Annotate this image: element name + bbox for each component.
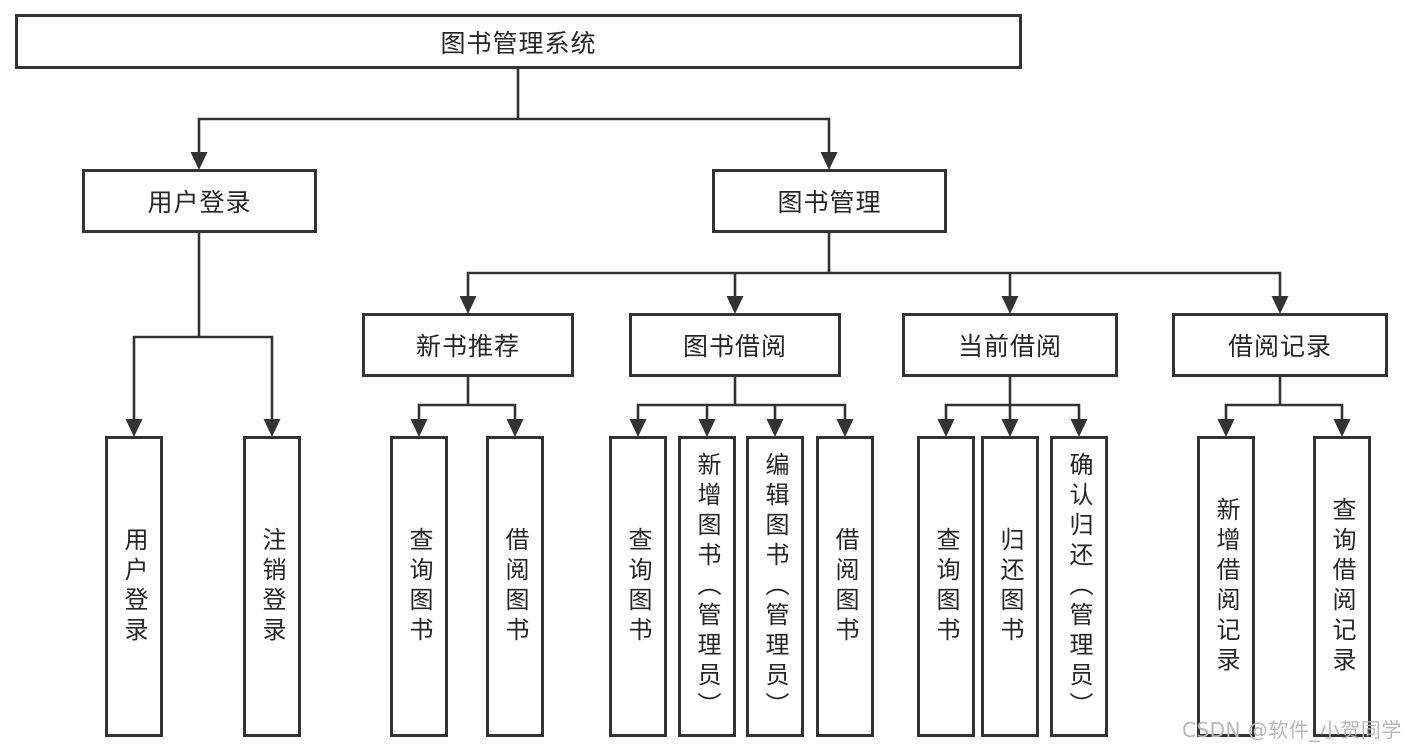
leaf-add-book-admin-label: 新增图书（管理员） bbox=[693, 451, 721, 722]
group-borrowing-records: 借阅记录 bbox=[1172, 313, 1388, 377]
leaf-query-books-current: 查询图书 bbox=[917, 436, 975, 737]
leaf-edit-book-admin: 编辑图书（管理员） bbox=[746, 436, 804, 737]
leaf-query-borrow-record-label: 查询借阅记录 bbox=[1328, 496, 1356, 677]
group-current-borrowing: 当前借阅 bbox=[902, 313, 1118, 377]
group-book-borrowing-label: 图书借阅 bbox=[682, 332, 787, 361]
leaf-logout: 注销登录 bbox=[243, 436, 301, 737]
root-node-label: 图书管理系统 bbox=[440, 28, 597, 58]
leaf-confirm-return-admin: 确认归还（管理员） bbox=[1050, 436, 1108, 737]
leaf-query-books-recommend-label: 查询图书 bbox=[405, 526, 433, 647]
branch-book-management-label: 图书管理 bbox=[777, 188, 882, 217]
root-node-library-management-system: 图书管理系统 bbox=[15, 14, 1022, 69]
leaf-edit-book-admin-label: 编辑图书（管理员） bbox=[761, 451, 789, 722]
leaf-user-login-label: 用户登录 bbox=[120, 526, 148, 647]
leaf-query-books-recommend: 查询图书 bbox=[390, 436, 448, 737]
branch-user-login: 用户登录 bbox=[82, 169, 317, 233]
leaf-query-books-borrowing: 查询图书 bbox=[609, 436, 667, 737]
leaf-borrow-books-borrowing-label: 借阅图书 bbox=[831, 526, 859, 647]
leaf-query-borrow-record: 查询借阅记录 bbox=[1313, 436, 1371, 737]
group-new-book-recommendation-label: 新书推荐 bbox=[415, 332, 520, 361]
leaf-add-borrow-record-label: 新增借阅记录 bbox=[1212, 496, 1240, 677]
csdn-watermark: CSDN @软件_小贺同学 bbox=[1182, 718, 1402, 742]
branch-book-management: 图书管理 bbox=[712, 169, 947, 233]
leaf-user-login: 用户登录 bbox=[105, 436, 163, 737]
group-borrowing-records-label: 借阅记录 bbox=[1227, 332, 1332, 361]
group-book-borrowing: 图书借阅 bbox=[629, 313, 841, 377]
leaf-borrow-books-recommend: 借阅图书 bbox=[486, 436, 544, 737]
leaf-query-books-borrowing-label: 查询图书 bbox=[624, 526, 652, 647]
leaf-query-books-current-label: 查询图书 bbox=[932, 526, 960, 647]
leaf-add-borrow-record: 新增借阅记录 bbox=[1197, 436, 1255, 737]
branch-user-login-label: 用户登录 bbox=[147, 188, 252, 217]
leaf-borrow-books-borrowing: 借阅图书 bbox=[816, 436, 874, 737]
group-new-book-recommendation: 新书推荐 bbox=[362, 313, 574, 377]
leaf-borrow-books-recommend-label: 借阅图书 bbox=[501, 526, 529, 647]
leaf-return-books: 归还图书 bbox=[981, 436, 1039, 737]
leaf-return-books-label: 归还图书 bbox=[996, 526, 1024, 647]
leaf-add-book-admin: 新增图书（管理员） bbox=[678, 436, 736, 737]
group-current-borrowing-label: 当前借阅 bbox=[957, 332, 1062, 361]
leaf-confirm-return-admin-label: 确认归还（管理员） bbox=[1065, 451, 1093, 722]
leaf-logout-label: 注销登录 bbox=[258, 526, 286, 647]
